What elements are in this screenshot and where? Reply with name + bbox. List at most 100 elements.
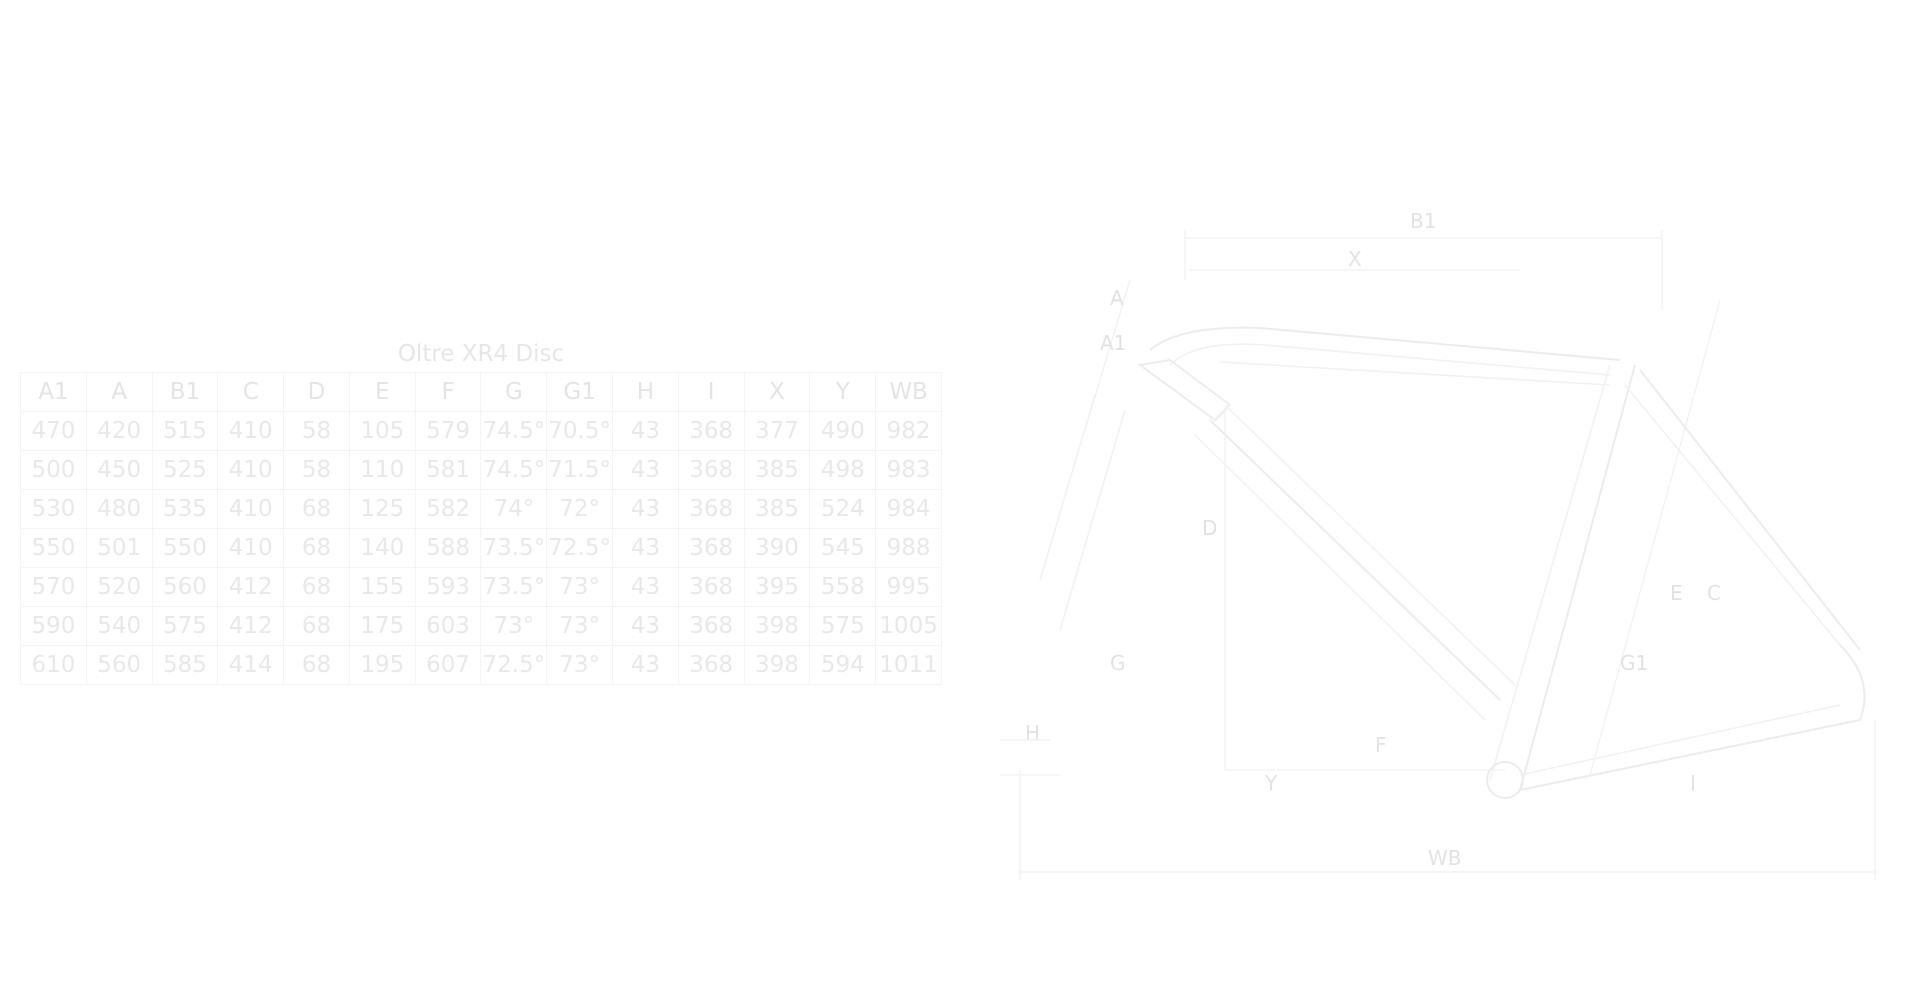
table-cell: 590 — [20, 606, 87, 646]
table-cell: 71.5° — [546, 450, 614, 490]
table-cell: 68 — [283, 528, 350, 568]
table-cell: 575 — [151, 606, 219, 646]
label-wb: WB — [1428, 846, 1462, 870]
table-cell: 43 — [612, 528, 679, 568]
label-y: Y — [1264, 771, 1278, 795]
table-cell: 43 — [612, 411, 679, 451]
table-cell: 125 — [348, 489, 416, 529]
table-cell: 43 — [612, 645, 679, 685]
table-cell: 560 — [151, 567, 219, 607]
table-cell: 58 — [283, 450, 350, 490]
table-cell: 983 — [875, 450, 942, 490]
table-cell: 70.5° — [546, 411, 614, 451]
table-cell: 410 — [217, 489, 285, 529]
table-cell: 73° — [480, 606, 548, 646]
column-header: Y — [809, 372, 877, 412]
table-cell: 515 — [151, 411, 219, 451]
table-cell: 410 — [217, 528, 285, 568]
seat-tube-outline — [1519, 364, 1636, 791]
table-cell: 368 — [677, 528, 745, 568]
label-b1: B1 — [1410, 209, 1436, 233]
column-header: C — [217, 372, 285, 412]
table-cell: 579 — [414, 411, 482, 451]
top-tube-outline — [1149, 326, 1621, 361]
table-cell: 470 — [20, 411, 87, 451]
table-cell: 368 — [677, 606, 745, 646]
table-cell: 140 — [348, 528, 416, 568]
down-tube-outline — [1209, 419, 1501, 701]
table-cell: 385 — [743, 489, 811, 529]
table-cell: 588 — [414, 528, 482, 568]
table-cell: 72° — [546, 489, 614, 529]
label-h: H — [1025, 721, 1040, 745]
table-cell: 575 — [809, 606, 877, 646]
table-cell: 545 — [809, 528, 877, 568]
fork-line-2 — [1059, 409, 1126, 631]
table-cell: 1005 — [875, 606, 942, 646]
table-cell: 535 — [151, 489, 219, 529]
chain-stay-inner — [1519, 704, 1841, 776]
label-c: C — [1707, 581, 1721, 605]
column-header: E — [348, 372, 416, 412]
table-cell: 410 — [217, 411, 285, 451]
bottom-bracket — [1486, 761, 1524, 799]
table-cell: 398 — [743, 645, 811, 685]
column-header: A1 — [20, 372, 87, 412]
column-header: D — [283, 372, 350, 412]
table-cell: 420 — [85, 411, 153, 451]
table-cell: 105 — [348, 411, 416, 451]
table-cell: 72.5° — [546, 528, 614, 568]
table-cell: 498 — [809, 450, 877, 490]
table-cell: 558 — [809, 567, 877, 607]
table-cell: 68 — [283, 645, 350, 685]
table-cell: 501 — [85, 528, 153, 568]
column-header: I — [677, 372, 745, 412]
geometry-table-title: Oltre XR4 Disc — [397, 341, 565, 367]
table-cell: 73° — [546, 645, 614, 685]
table-cell: 995 — [875, 567, 942, 607]
down-tube-inner — [1194, 434, 1486, 721]
table-cell: 390 — [743, 528, 811, 568]
table-cell: 175 — [348, 606, 416, 646]
label-e: E — [1670, 581, 1683, 605]
frame-geometry-diagram: B1 X A A1 — [980, 200, 1900, 900]
table-cell: 410 — [217, 450, 285, 490]
table-cell: 530 — [20, 489, 87, 529]
chain-stay — [1519, 719, 1861, 791]
table-cell: 43 — [612, 567, 679, 607]
table-cell: 500 — [20, 450, 87, 490]
table-cell: 412 — [217, 606, 285, 646]
table-cell: 395 — [743, 567, 811, 607]
table-cell: 594 — [809, 645, 877, 685]
column-header: H — [612, 372, 679, 412]
table-cell: 480 — [85, 489, 153, 529]
table-cell: 540 — [85, 606, 153, 646]
table-cell: 570 — [20, 567, 87, 607]
table-cell: 73.5° — [480, 567, 548, 607]
table-cell: 490 — [809, 411, 877, 451]
column-header: G1 — [546, 372, 614, 412]
table-cell: 74.5° — [480, 411, 548, 451]
label-a1: A1 — [1100, 331, 1126, 355]
top-tube-inner — [1169, 343, 1611, 376]
label-a: A — [1110, 286, 1124, 310]
table-cell: 414 — [217, 645, 285, 685]
table-cell: 68 — [283, 606, 350, 646]
table-cell: 520 — [85, 567, 153, 607]
table-cell: 398 — [743, 606, 811, 646]
table-cell: 368 — [677, 450, 745, 490]
column-header: X — [743, 372, 811, 412]
table-cell: 984 — [875, 489, 942, 529]
table-cell: 58 — [283, 411, 350, 451]
table-cell: 450 — [85, 450, 153, 490]
table-cell: 68 — [283, 489, 350, 529]
table-cell: 525 — [151, 450, 219, 490]
